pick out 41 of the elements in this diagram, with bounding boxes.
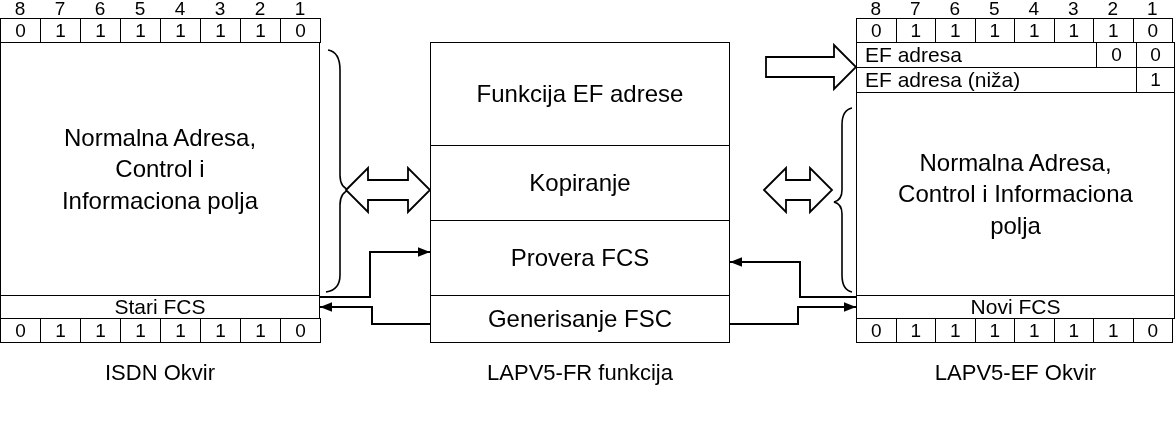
bit-number: 8 (869, 0, 883, 18)
bit-cell: 0 (0, 18, 41, 43)
bit-number: 7 (908, 0, 922, 18)
bit-cell: 0 (280, 18, 321, 43)
bit-cell: 0 (0, 318, 41, 343)
frame-caption: ISDN Okvir (104, 359, 216, 387)
frame-field: Normalna Adresa, Control i Informaciona polja (0, 42, 320, 296)
function-box: Kopiranje (430, 145, 730, 221)
bit-number: 3 (1066, 0, 1080, 18)
arrow (319, 247, 431, 298)
function-box: Funkcija EF adrese (430, 42, 730, 146)
bit-number: 5 (133, 0, 147, 18)
fcs-field: Novi FCS (856, 295, 1175, 319)
double-block-arrow (344, 165, 432, 215)
bit-number: 1 (1145, 0, 1159, 18)
bit-number: 6 (948, 0, 962, 18)
arrow (729, 257, 857, 298)
double-block-arrow (762, 165, 834, 215)
bit-number: 6 (93, 0, 107, 18)
bit-number: 4 (1027, 0, 1041, 18)
arrow (729, 302, 857, 325)
bit-number: 1 (293, 0, 307, 18)
bit-number: 2 (1106, 0, 1120, 18)
arrow (319, 302, 431, 325)
bit-number: 5 (987, 0, 1001, 18)
bit-number: 3 (213, 0, 227, 18)
bit-cell: 0 (856, 18, 897, 43)
function-caption: LAPV5-FR funkcija (486, 359, 674, 387)
bit-cell: 0 (856, 318, 897, 343)
bit-cell: 0 (1132, 318, 1173, 343)
fcs-field: Stari FCS (0, 295, 320, 319)
bit-number: 7 (53, 0, 67, 18)
bit-number: 4 (173, 0, 187, 18)
frame-field: Normalna Adresa, Control i Informaciona polja (856, 92, 1175, 296)
bit-number: 2 (253, 0, 267, 18)
function-box: Provera FCS (430, 220, 730, 296)
block-arrow (765, 42, 858, 92)
frame-caption: LAPV5-EF Okvir (933, 359, 1098, 387)
bit-cell: 0 (280, 318, 321, 343)
bit-number: 8 (13, 0, 27, 18)
function-box: Generisanje FSC (430, 295, 730, 343)
